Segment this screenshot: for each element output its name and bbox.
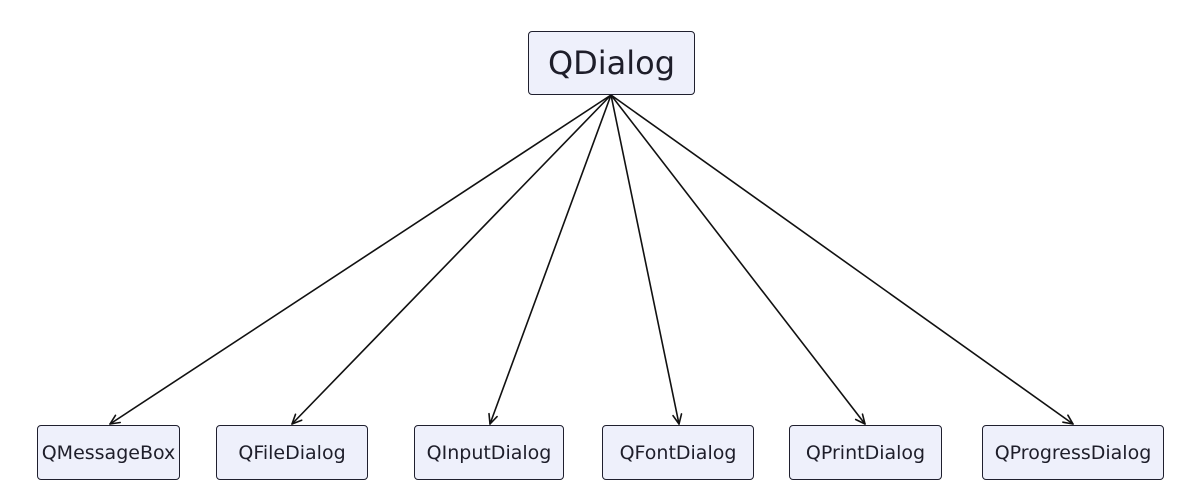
node-qprogressdialog[interactable]: QProgressDialog — [982, 425, 1164, 480]
edge-qdialog-qfontdialog — [610, 94, 683, 425]
node-qinputdialog[interactable]: QInputDialog — [414, 425, 564, 480]
edge-qdialog-qprogressdialog — [610, 94, 1074, 425]
node-qprogressdialog-label: QProgressDialog — [994, 441, 1152, 464]
node-qmessagebox[interactable]: QMessageBox — [37, 425, 180, 480]
node-qfontdialog[interactable]: QFontDialog — [602, 425, 754, 480]
node-qprintdialog[interactable]: QPrintDialog — [789, 425, 942, 480]
node-qfiledialog-label: QFileDialog — [238, 441, 346, 464]
node-qdialog[interactable]: QDialog — [528, 31, 695, 95]
node-qinputdialog-label: QInputDialog — [426, 441, 552, 464]
node-qfiledialog[interactable]: QFileDialog — [216, 425, 368, 480]
node-qdialog-label: QDialog — [547, 44, 676, 82]
node-qprintdialog-label: QPrintDialog — [805, 441, 926, 464]
node-qfontdialog-label: QFontDialog — [619, 441, 737, 464]
edge-qdialog-qprintdialog — [610, 94, 866, 425]
edge-qdialog-qinputdialog — [488, 94, 612, 425]
node-qmessagebox-label: QMessageBox — [41, 441, 176, 464]
edge-qdialog-qfiledialog — [291, 94, 612, 425]
edge-qdialog-qmessagebox — [109, 94, 612, 425]
